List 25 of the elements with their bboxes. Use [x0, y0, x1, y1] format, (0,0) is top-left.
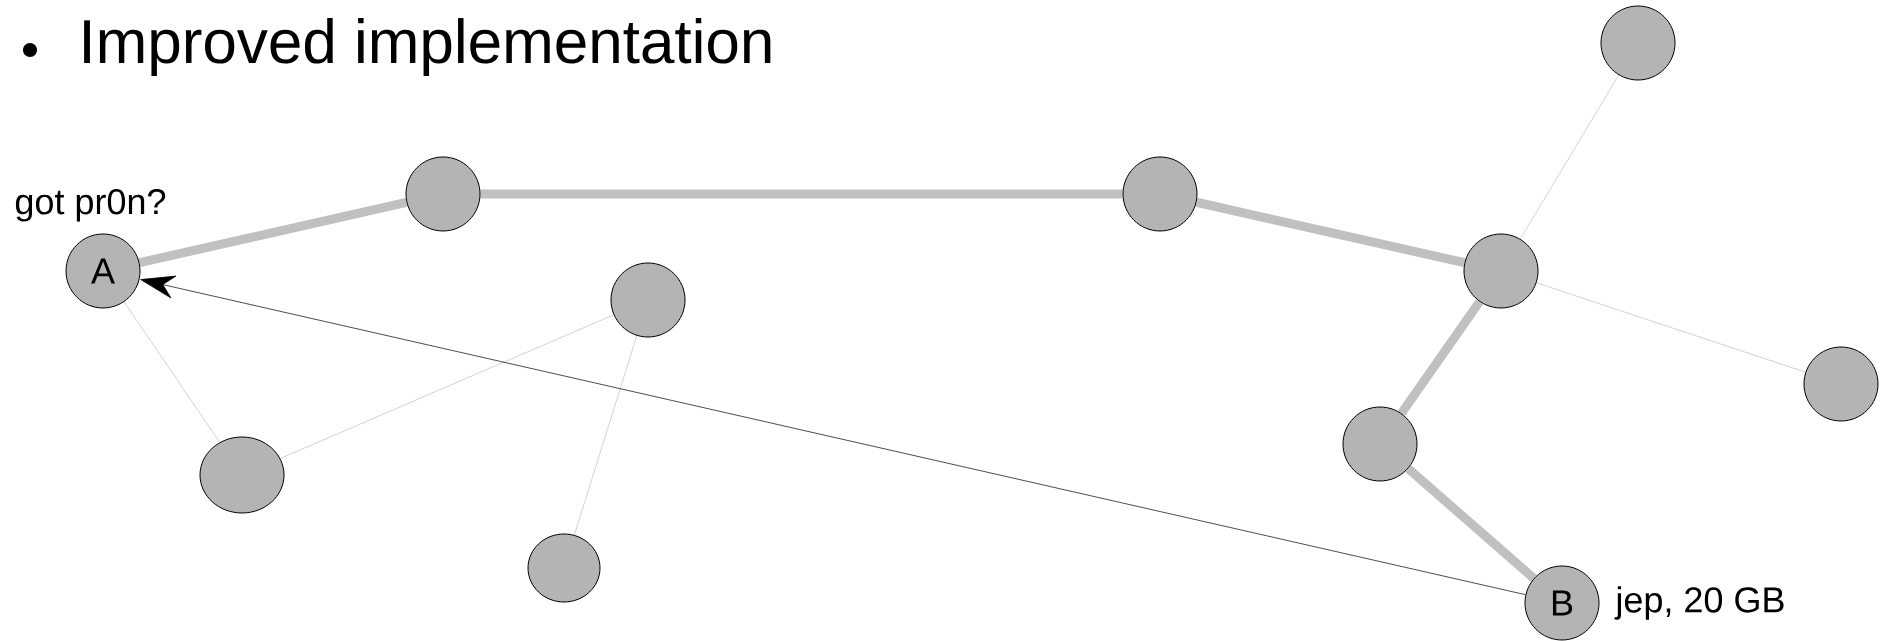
connector-line [280, 314, 614, 459]
connector-line [574, 335, 638, 536]
connector-line [1397, 299, 1484, 416]
circle-node: A [65, 233, 141, 309]
connector-line [123, 301, 221, 443]
circle-node [1803, 346, 1879, 422]
circle-node [1463, 233, 1539, 309]
title: Improved implementation [84, 18, 771, 76]
connector-line [1195, 197, 1466, 268]
arrow [140, 275, 1526, 595]
circle-node [527, 533, 601, 603]
circle-node [199, 436, 285, 514]
connector-line [1519, 74, 1620, 240]
circle-node [610, 262, 686, 338]
circle-node: B [1524, 565, 1600, 641]
node-caption: jep, 20 GB [1614, 586, 1784, 620]
connector-line [480, 189, 1123, 199]
node-caption: got pr0n? [15, 188, 166, 222]
circle-node [405, 156, 481, 232]
circle-node [1342, 406, 1418, 482]
circle-node [1122, 156, 1198, 232]
connector-line [1405, 465, 1537, 582]
connector-line [138, 197, 408, 268]
circle-node [1600, 5, 1676, 81]
connector-line [1536, 282, 1806, 373]
